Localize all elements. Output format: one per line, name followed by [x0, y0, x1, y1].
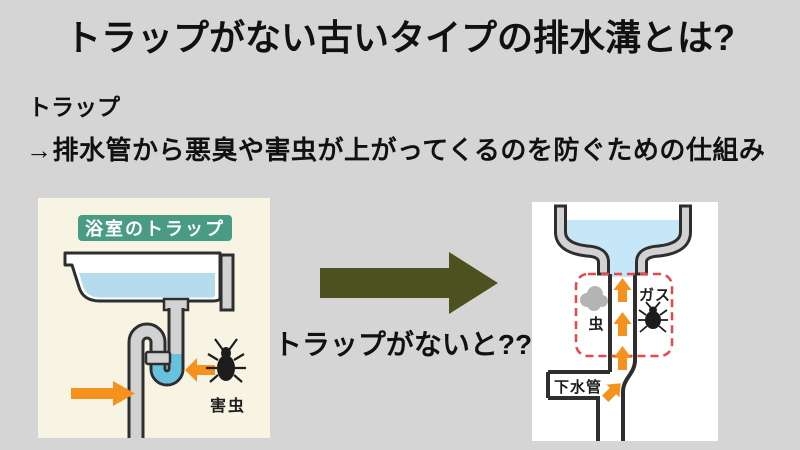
- trap-diagram: 浴室のトラップ 害虫: [63, 215, 246, 440]
- bug-icon: [638, 301, 668, 333]
- transition-arrow-icon: [320, 252, 498, 314]
- diagonal-arrow-icon: [602, 383, 621, 402]
- funnel-wall-right: [638, 206, 689, 274]
- gas-smoke-icon: [580, 286, 608, 311]
- left-diagram-panel: 浴室のトラップ 害虫: [38, 198, 270, 440]
- pipe-right-wall: [621, 274, 637, 441]
- wall-support: [219, 253, 235, 312]
- cockroach-icon: [206, 338, 246, 383]
- definition-text: →排水管から悪臭や害虫が上がってくるのを防ぐための仕組み: [26, 135, 766, 165]
- rising-arrow-icon: [613, 346, 632, 370]
- flow-right-arrow-icon: [71, 381, 135, 406]
- badge-label: 浴室のトラップ: [85, 218, 225, 239]
- pest-label: 害虫: [210, 396, 246, 415]
- no-trap-diagram: 下水管 虫 ガス: [546, 204, 692, 441]
- right-diagram-panel: 下水管 虫 ガス: [532, 202, 718, 441]
- pest-blocked-arrow-icon: [185, 358, 215, 382]
- danger-zone-border: [574, 272, 674, 358]
- sink-water: [74, 273, 215, 298]
- rising-arrow-icon: [613, 312, 632, 336]
- page-title: トラップがない古いタイプの排水溝とは?: [65, 17, 735, 58]
- term-label: トラップ: [28, 94, 120, 120]
- bug-label: 虫: [588, 315, 603, 333]
- funnel-water: [567, 220, 679, 277]
- transition-caption: トラップがないと??: [273, 329, 533, 360]
- rising-arrow-icon: [613, 278, 632, 302]
- pipe-collar: [144, 350, 172, 366]
- trap-water-seal: [152, 354, 182, 384]
- sewer-pipe-walls: [546, 370, 610, 441]
- gas-label: ガス: [639, 287, 671, 304]
- sewer-label: 下水管: [554, 378, 602, 396]
- funnel-wall-left: [557, 206, 607, 274]
- wall-end-caps: [554, 204, 692, 276]
- badge-background: [78, 215, 232, 241]
